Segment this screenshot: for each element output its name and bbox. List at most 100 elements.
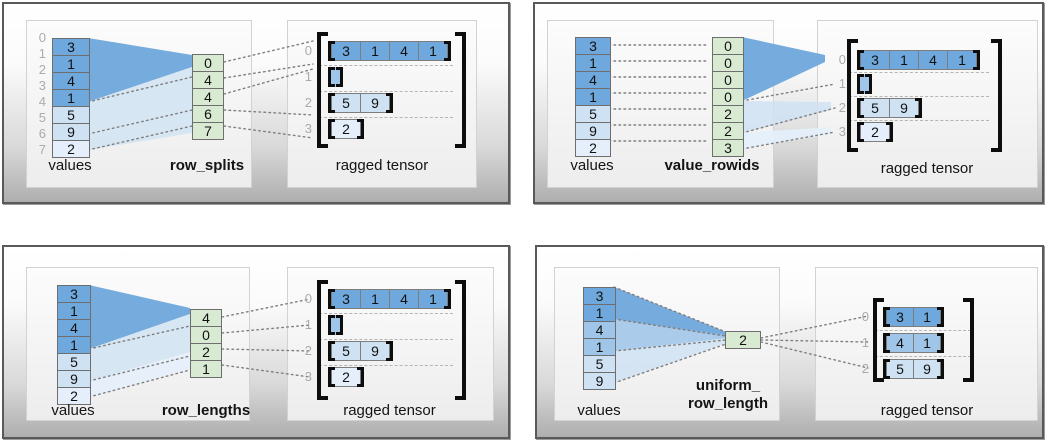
value-cell: 4 — [53, 72, 89, 89]
value-cell: 1 — [53, 55, 89, 72]
right-bracket-icon — [915, 98, 922, 118]
value-cell: 5 — [576, 105, 610, 122]
split-cell: 0 — [193, 55, 223, 71]
value-index-label: 4 — [38, 94, 46, 109]
method-label-line1: uniform_ — [695, 377, 761, 394]
row-index-label: 2 — [304, 343, 312, 358]
rowid-cell: 2 — [713, 122, 743, 139]
right-bracket-icon — [336, 315, 343, 335]
row-divider — [319, 313, 453, 314]
ragged-row: 2 — [328, 367, 364, 387]
value-cell: 2 — [58, 387, 90, 404]
left-bracket-icon — [317, 32, 328, 148]
row-index-label: 2 — [304, 95, 312, 110]
value-cell: 1 — [58, 336, 90, 353]
split-cell: 4 — [193, 88, 223, 105]
tensor-cell: 4 — [886, 333, 914, 353]
tensor-cell: 3 — [886, 307, 914, 327]
value-cell: 1 — [584, 338, 615, 355]
right-bracket-icon — [444, 289, 451, 309]
right-bracket-icon — [973, 50, 980, 70]
right-bracket-icon — [357, 119, 364, 139]
value-cell: 9 — [58, 370, 90, 387]
tensor-cell: 1 — [913, 333, 941, 353]
tensor-cell: 9 — [889, 98, 919, 118]
row-divider — [319, 117, 453, 118]
left-bracket-icon — [328, 315, 335, 335]
row-index-label: 0 — [304, 291, 312, 306]
left-bracket-icon — [328, 93, 335, 113]
tensor-cell: 1 — [360, 41, 390, 61]
rowid-cell: 3 — [713, 139, 743, 156]
value-cell: 1 — [576, 88, 610, 105]
row-divider — [849, 96, 989, 97]
value-index-label: 5 — [38, 110, 46, 125]
value-index-label: 1 — [38, 46, 46, 61]
rowid-cell: 0 — [713, 88, 743, 105]
ragged-row-empty — [328, 315, 343, 335]
right-bracket-icon — [991, 39, 1002, 152]
right-bracket-icon — [336, 67, 343, 87]
method-label: row_lengths — [161, 402, 251, 419]
tensor-label: ragged tensor — [880, 160, 974, 177]
split-cell: 4 — [193, 71, 223, 88]
method-label: row_splits — [169, 157, 245, 174]
right-bracket-icon — [444, 41, 451, 61]
value-cell: 5 — [58, 353, 90, 370]
row-index-label: 0 — [861, 309, 869, 324]
tensor-cell: 1 — [360, 289, 390, 309]
length-cell: 0 — [191, 326, 221, 343]
left-bracket-icon — [857, 74, 864, 94]
left-bracket-icon — [873, 298, 884, 382]
right-bracket-icon — [386, 341, 393, 361]
tensor-cell: 2 — [860, 122, 890, 142]
value-cell: 4 — [576, 71, 610, 88]
ragged-row-empty — [328, 67, 343, 87]
rowid-cell: 0 — [713, 71, 743, 88]
right-bracket-icon — [937, 307, 944, 327]
length-cell: 1 — [191, 360, 221, 377]
value-index-label: 7 — [38, 142, 46, 157]
tensor-label: ragged tensor — [880, 402, 974, 419]
left-bracket-icon — [883, 359, 890, 379]
rowid-cell: 0 — [713, 54, 743, 71]
tensor-cell: 1 — [418, 41, 448, 61]
tensor-cell: 3 — [331, 41, 361, 61]
row-index-label: 3 — [838, 124, 846, 139]
tensor-cell: 5 — [331, 341, 361, 361]
left-bracket-icon — [317, 280, 328, 400]
tensor-cell: 4 — [918, 50, 948, 70]
rowid-cell: 2 — [713, 105, 743, 122]
value-cell: 5 — [53, 106, 89, 123]
left-bracket-icon — [328, 41, 335, 61]
row-index-label: 3 — [304, 121, 312, 136]
value-cell: 9 — [53, 123, 89, 140]
left-bracket-icon — [857, 50, 864, 70]
tensor-cell: 9 — [360, 93, 390, 113]
row-index-label: 3 — [304, 369, 312, 384]
tensor-cell: 1 — [889, 50, 919, 70]
tensor-cell: 3 — [860, 50, 890, 70]
tensor-cell: 1 — [947, 50, 977, 70]
values-label: values — [577, 402, 621, 419]
values-label: values — [51, 402, 95, 419]
left-bracket-icon — [328, 367, 335, 387]
tensor-cell: 1 — [418, 289, 448, 309]
row-index-label: 1 — [861, 335, 869, 350]
tensor-label: ragged tensor — [343, 402, 436, 419]
tensor-cell: 3 — [331, 289, 361, 309]
left-bracket-icon — [328, 341, 335, 361]
tensor-cell: 4 — [389, 289, 419, 309]
